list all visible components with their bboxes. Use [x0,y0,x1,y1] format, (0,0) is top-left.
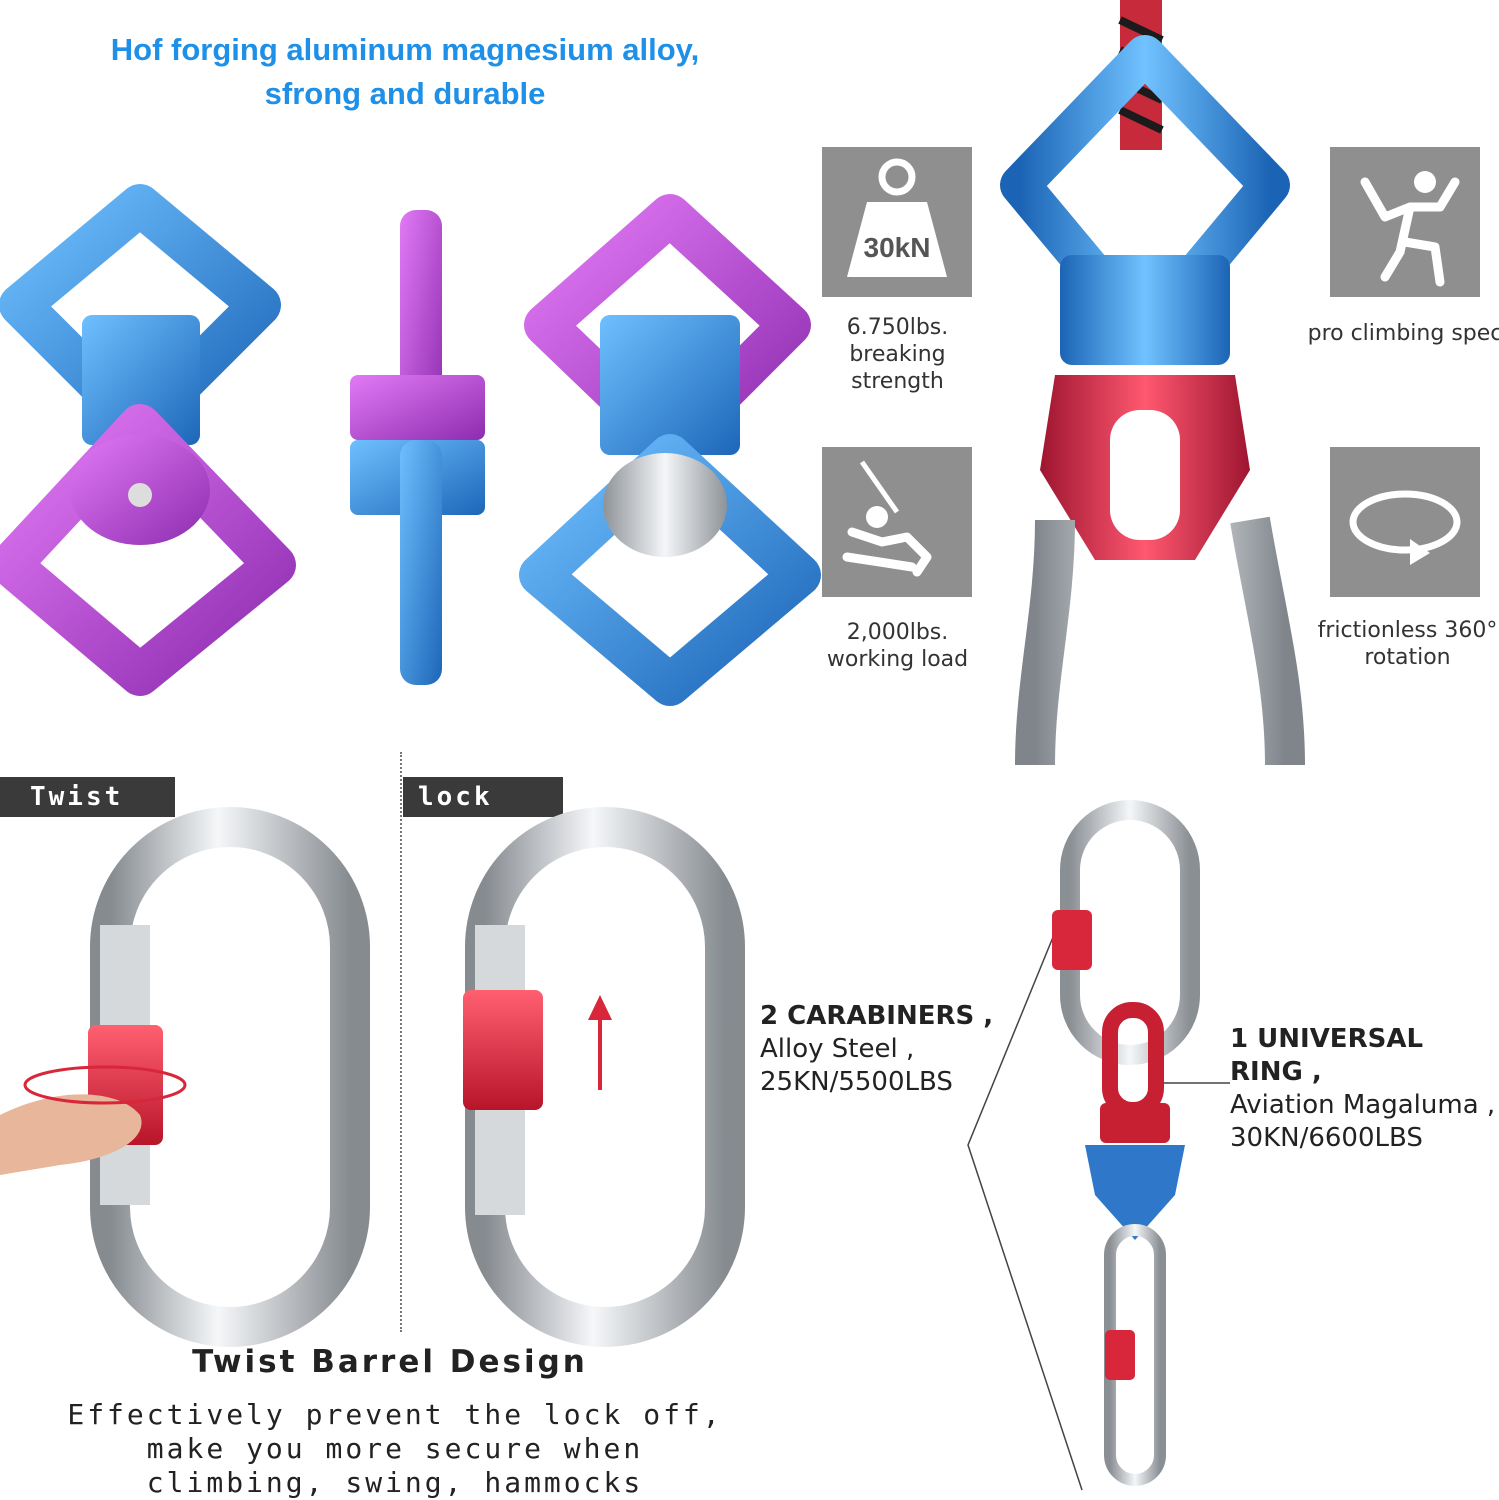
tag-twist: Twist [0,777,175,817]
weight-icon: 30kN [847,158,947,277]
design-title: Twist Barrel Design [192,1344,588,1380]
rotation-icon [1349,490,1461,565]
spec-label: pro climbing spec [1307,321,1499,346]
headline-line-2: sfrong and durable [264,76,546,111]
swivel-blue-purple [0,184,296,696]
spec-caption-rotation: frictionless 360° rotation [1305,617,1499,671]
spec-value: 6.750lbs. [846,315,949,340]
spec-value: frictionless 360° [1317,618,1498,643]
section-divider [400,752,402,1332]
ring-rating: 30KN/6600LBS [1230,1123,1423,1153]
spec-tile-working-load [822,447,972,597]
spec-caption-working-load: 2,000lbs. working load [800,619,995,673]
design-line-2: make you more secure when [146,1432,644,1465]
design-line-1: Effectively prevent the lock off, [67,1398,723,1431]
design-description: Effectively prevent the lock off, make y… [60,1398,730,1500]
swing-icon [842,460,932,577]
spec-tile-climbing [1330,147,1480,297]
spec-value: 2,000lbs. [846,620,949,645]
spec-caption-climbing: pro climbing spec [1305,320,1499,347]
swivel-purple-blue [519,194,821,706]
spec-label: working load [826,647,969,672]
ring-title: 1 UNIVERSAL RING , [1230,1024,1424,1087]
carabiner-twist-photo [0,807,370,1347]
swivel-side-view [350,210,485,685]
ring-callout: 1 UNIVERSAL RING , Aviation Magaluma , 3… [1230,1023,1499,1155]
headline-line-1: Hof forging aluminum magnesium alloy, [110,32,700,67]
climber-icon [1360,171,1460,287]
ring-material: Aviation Magaluma , [1230,1090,1496,1120]
design-line-3: climbing, swing, hammocks [146,1466,644,1499]
headline: Hof forging aluminum magnesium alloy, sf… [40,28,770,116]
carabiners-rating: 25KN/5500LBS [760,1067,953,1097]
spec-tile-breaking: 30kN [822,147,972,297]
spec-tile-rotation [1330,447,1480,597]
carabiners-callout: 2 CARABINERS , Alloy Steel , 25KN/5500LB… [760,1000,1000,1099]
swivel-product-photo [0,184,821,706]
hanging-swivel-photo [1000,0,1305,766]
tag-lock-off: lock off [403,777,563,852]
assembled-set-photo [967,800,1230,1491]
spec-label: breaking strength [849,342,946,394]
carabiner-locked-photo [463,807,745,1347]
spec-label: rotation [1364,645,1451,670]
weight-badge: 30kN [864,232,931,263]
spec-caption-breaking: 6.750lbs. breaking strength [800,314,995,395]
carabiners-title: 2 CARABINERS , [760,1001,994,1031]
carabiners-material: Alloy Steel , [760,1034,915,1064]
